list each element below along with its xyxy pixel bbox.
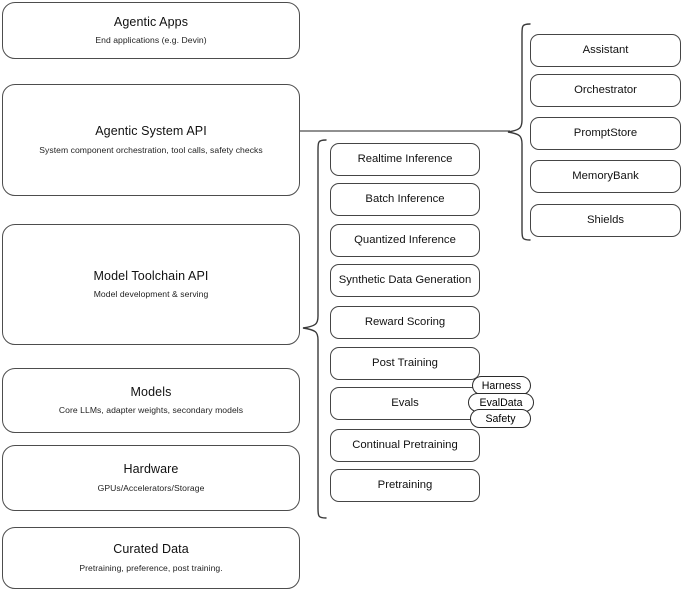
toolchain-capabilities-brace (302, 139, 327, 519)
layer-subtitle: Model development & serving (93, 289, 209, 300)
component-label: Assistant (582, 44, 629, 57)
capability-label: Pretraining (377, 479, 433, 492)
capability-label: Continual Pretraining (352, 439, 458, 452)
layer-hardware[interactable]: Hardware GPUs/Accelerators/Storage (2, 445, 300, 511)
system-components-brace (507, 23, 531, 241)
layer-subtitle: Pretraining, preference, post training. (79, 562, 223, 573)
capability-label: Evals (391, 397, 419, 410)
layer-model-toolchain-api[interactable]: Model Toolchain API Model development & … (2, 224, 300, 345)
layer-agentic-apps[interactable]: Agentic Apps End applications (e.g. Devi… (2, 2, 300, 59)
layer-title: Agentic Apps (113, 14, 189, 29)
capability-label: Reward Scoring (364, 316, 446, 329)
layer-subtitle: GPUs/Accelerators/Storage (97, 482, 205, 493)
layer-models[interactable]: Models Core LLMs, adapter weights, secon… (2, 368, 300, 433)
capability-label: Synthetic Data Generation (338, 274, 472, 287)
capability-reward-scoring[interactable]: Reward Scoring (330, 306, 480, 339)
component-memorybank[interactable]: MemoryBank (530, 160, 681, 193)
layer-title: Hardware (123, 462, 179, 477)
eval-tag-evaldata[interactable]: EvalData (468, 393, 534, 412)
capability-continual-pretraining[interactable]: Continual Pretraining (330, 429, 480, 462)
capability-batch-inference[interactable]: Batch Inference (330, 183, 480, 216)
capability-quantized-inference[interactable]: Quantized Inference (330, 224, 480, 257)
capability-label: Realtime Inference (357, 153, 453, 166)
eval-tag-safety[interactable]: Safety (470, 409, 531, 428)
layer-title: Curated Data (113, 542, 189, 557)
system-api-connector (300, 130, 510, 132)
component-label: PromptStore (573, 127, 638, 140)
layer-agentic-system-api[interactable]: Agentic System API System component orch… (2, 84, 300, 196)
layer-subtitle: End applications (e.g. Devin) (95, 35, 207, 46)
layer-curated-data[interactable]: Curated Data Pretraining, preference, po… (2, 527, 300, 589)
component-label: Orchestrator (574, 84, 637, 97)
eval-tag-label: EvalData (479, 396, 523, 409)
layer-subtitle: Core LLMs, adapter weights, secondary mo… (58, 405, 244, 416)
capability-synthetic-data-generation[interactable]: Synthetic Data Generation (330, 264, 480, 297)
component-label: Shields (586, 214, 625, 227)
component-label: MemoryBank (572, 170, 639, 183)
eval-tag-label: Safety (485, 412, 516, 425)
capability-realtime-inference[interactable]: Realtime Inference (330, 143, 480, 176)
capability-post-training[interactable]: Post Training (330, 347, 480, 380)
capability-label: Batch Inference (365, 193, 445, 206)
layer-title: Models (130, 384, 172, 399)
capability-label: Quantized Inference (354, 234, 456, 247)
component-orchestrator[interactable]: Orchestrator (530, 74, 681, 107)
capability-evals[interactable]: Evals (330, 387, 480, 420)
eval-tag-label: Harness (481, 379, 522, 392)
component-shields[interactable]: Shields (530, 204, 681, 237)
component-promptstore[interactable]: PromptStore (530, 117, 681, 150)
layer-subtitle: System component orchestration, tool cal… (39, 144, 263, 155)
layer-title: Model Toolchain API (93, 268, 209, 283)
layer-title: Agentic System API (95, 124, 207, 139)
component-assistant[interactable]: Assistant (530, 34, 681, 67)
capability-pretraining[interactable]: Pretraining (330, 469, 480, 502)
capability-label: Post Training (372, 357, 438, 370)
